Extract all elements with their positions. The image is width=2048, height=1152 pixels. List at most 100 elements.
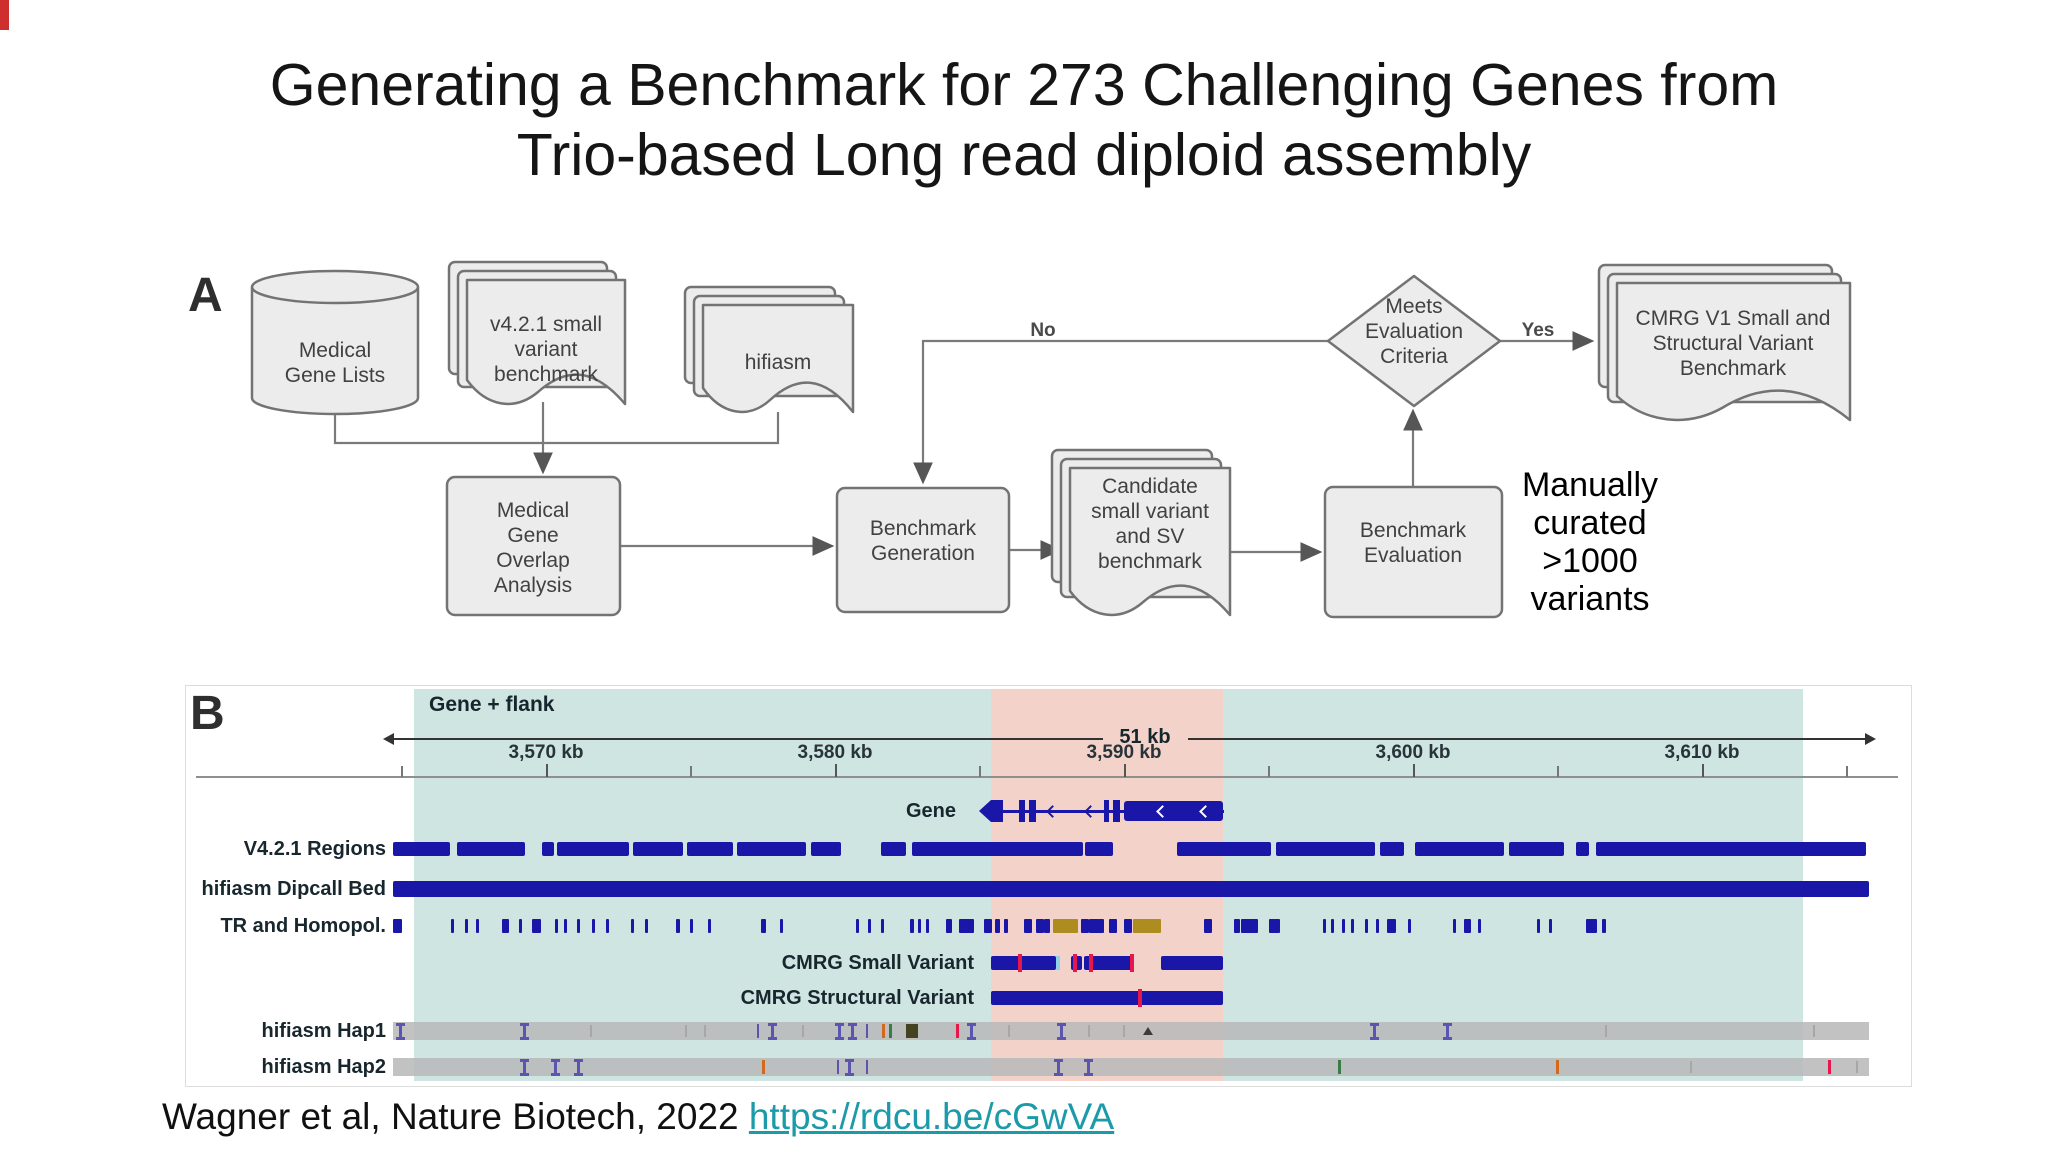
tr-homopolymer-tick bbox=[1004, 919, 1008, 933]
v421-region-segment bbox=[737, 842, 806, 856]
tr-homopolymer-tick bbox=[465, 919, 468, 933]
hap2-variant-mark bbox=[866, 1060, 868, 1074]
tr-homopolymer-tick bbox=[1387, 919, 1396, 933]
tr-homopolymer-tick bbox=[918, 919, 921, 933]
v421-region-segment bbox=[457, 842, 525, 856]
node-hifiasm: hifiasm bbox=[744, 351, 812, 374]
axis-tick-label: 3,570 kb bbox=[508, 742, 584, 763]
hap1-variant-mark bbox=[1373, 1023, 1376, 1039]
gene-exon bbox=[1113, 800, 1120, 822]
citation-link[interactable]: https://rdcu.be/cGwVA bbox=[748, 1096, 1115, 1137]
v421-region-segment bbox=[1380, 842, 1404, 856]
hap2-variant-mark bbox=[837, 1060, 839, 1074]
tr-homopolymer-tick bbox=[502, 919, 509, 933]
v421-region-segment bbox=[881, 842, 906, 856]
hap1-variant-mark bbox=[970, 1023, 973, 1039]
hap2-variant-mark bbox=[523, 1059, 526, 1075]
track-label-v421: V4.2.1 Regions bbox=[243, 838, 386, 860]
tr-homopolymer-tick bbox=[761, 919, 766, 933]
tr-homopolymer-tick bbox=[1241, 919, 1249, 933]
tr-homopolymer-tick bbox=[645, 919, 648, 933]
tr-homopolymer-tick bbox=[1036, 919, 1044, 933]
cmrg_sv-segment bbox=[991, 991, 1223, 1005]
ruler-major-tick bbox=[546, 764, 548, 777]
tr-homopolymer-tick bbox=[910, 919, 914, 933]
slide-title-line2: Trio-based Long read diploid assembly bbox=[516, 122, 1532, 188]
track-label-cmrg_sv: CMRG Structural Variant bbox=[740, 987, 974, 1009]
tr-homopolymer-tick bbox=[1109, 919, 1117, 933]
gene-flank-label: Gene + flank bbox=[429, 693, 555, 716]
tr-homopolymer-tick bbox=[1351, 919, 1354, 933]
tr-homopolymer-tick bbox=[1365, 919, 1368, 933]
edge-no-to-generation bbox=[913, 339, 1328, 485]
tr-homopolymer-tick bbox=[1537, 919, 1540, 933]
hap1-arrow-mark bbox=[1143, 1027, 1153, 1035]
node-benchmark-evaluation: Benchmark Evaluation bbox=[1359, 519, 1467, 567]
panel-a-label: A bbox=[188, 269, 223, 322]
tr-homopolymer-tick bbox=[881, 919, 884, 933]
flowchart-connectors bbox=[333, 331, 1595, 562]
tr-homopolymer-tick bbox=[1053, 919, 1078, 933]
v421-region-segment bbox=[912, 842, 1083, 856]
gene-arrow-exon-body bbox=[991, 800, 1003, 822]
corner-marker bbox=[0, 0, 9, 30]
doc-v421-benchmark bbox=[447, 260, 627, 406]
hap2-variant-mark bbox=[554, 1059, 557, 1075]
tr-homopolymer-tick bbox=[868, 919, 871, 933]
tr-homopolymer-tick bbox=[1331, 919, 1334, 933]
ruler-line bbox=[196, 776, 1898, 778]
tr-homopolymer-tick bbox=[1098, 919, 1104, 933]
tr-homopolymer-tick bbox=[1269, 919, 1275, 933]
ruler-minor-tick bbox=[690, 766, 692, 777]
hap2-variant-mark bbox=[1087, 1059, 1090, 1075]
node-meets-criteria: Meets Evaluation Criteria bbox=[1364, 295, 1464, 368]
tr-homopolymer-tick bbox=[592, 919, 595, 933]
hap1-variant-mark bbox=[838, 1023, 841, 1039]
node-benchmark-generation: Benchmark Generation bbox=[869, 517, 977, 565]
track-label-gene: Gene bbox=[905, 800, 956, 822]
cmrg_small-variant-mark bbox=[1018, 954, 1022, 972]
hap1-tick-mark bbox=[802, 1025, 804, 1037]
slide-title-line1: Generating a Benchmark for 273 Challengi… bbox=[269, 52, 1779, 118]
edge-label-yes: Yes bbox=[1521, 320, 1555, 341]
gene-exon bbox=[1104, 800, 1109, 822]
cmrg_small-variant-mark bbox=[1130, 954, 1134, 972]
tr-homopolymer-tick bbox=[1376, 919, 1379, 933]
hap1-assembly-band bbox=[393, 1022, 1869, 1040]
node-candidate-benchmark: Candidate small variant and SV benchmark bbox=[1091, 475, 1209, 573]
hap1-variant-mark bbox=[866, 1024, 868, 1038]
tr-homopolymer-tick bbox=[1133, 919, 1161, 933]
tr-homopolymer-tick bbox=[1089, 919, 1099, 933]
scale-arrowhead-left bbox=[383, 733, 394, 745]
tr-homopolymer-tick bbox=[631, 919, 634, 933]
tr-homopolymer-tick bbox=[856, 919, 859, 933]
tr-homopolymer-tick bbox=[1024, 919, 1032, 933]
hap1-variant-mark bbox=[882, 1024, 885, 1038]
tr-homopolymer-tick bbox=[476, 919, 479, 933]
tr-homopolymer-tick bbox=[1204, 919, 1212, 933]
v421-region-segment bbox=[811, 842, 841, 856]
ruler-major-tick bbox=[1124, 764, 1126, 777]
citation-text: Wagner et al, Nature Biotech, 2022 bbox=[162, 1096, 739, 1137]
node-overlap-analysis: Medical Gene Overlap Analysis bbox=[493, 499, 573, 597]
hap1-tick-mark bbox=[1605, 1025, 1607, 1037]
hap1-variant-mark bbox=[1060, 1023, 1063, 1039]
edge-hifiasm-to-overlap bbox=[543, 412, 780, 445]
v421-region-segment bbox=[1576, 842, 1589, 856]
tr-homopolymer-tick bbox=[564, 919, 567, 933]
hap2-variant-mark bbox=[762, 1060, 765, 1074]
cmrg_small-variant-mark bbox=[1073, 954, 1077, 972]
cmrg_small-variant-mark bbox=[1089, 954, 1093, 972]
dipcall-bed-segment bbox=[393, 881, 1869, 897]
node-cmrg-benchmark: CMRG V1 Small and Structural Variant Ben… bbox=[1635, 307, 1831, 380]
box-benchmark-evaluation bbox=[1323, 485, 1504, 619]
tr-homopolymer-tick bbox=[393, 919, 402, 933]
scale-label: 51 kb bbox=[1119, 726, 1171, 748]
hap2-variant-mark bbox=[577, 1059, 580, 1075]
annotation-manually-curated: Manually curated >1000 variants bbox=[1521, 466, 1659, 618]
ruler-major-tick bbox=[1413, 764, 1415, 777]
v421-region-segment bbox=[542, 842, 554, 856]
v421-region-segment bbox=[1596, 842, 1866, 856]
